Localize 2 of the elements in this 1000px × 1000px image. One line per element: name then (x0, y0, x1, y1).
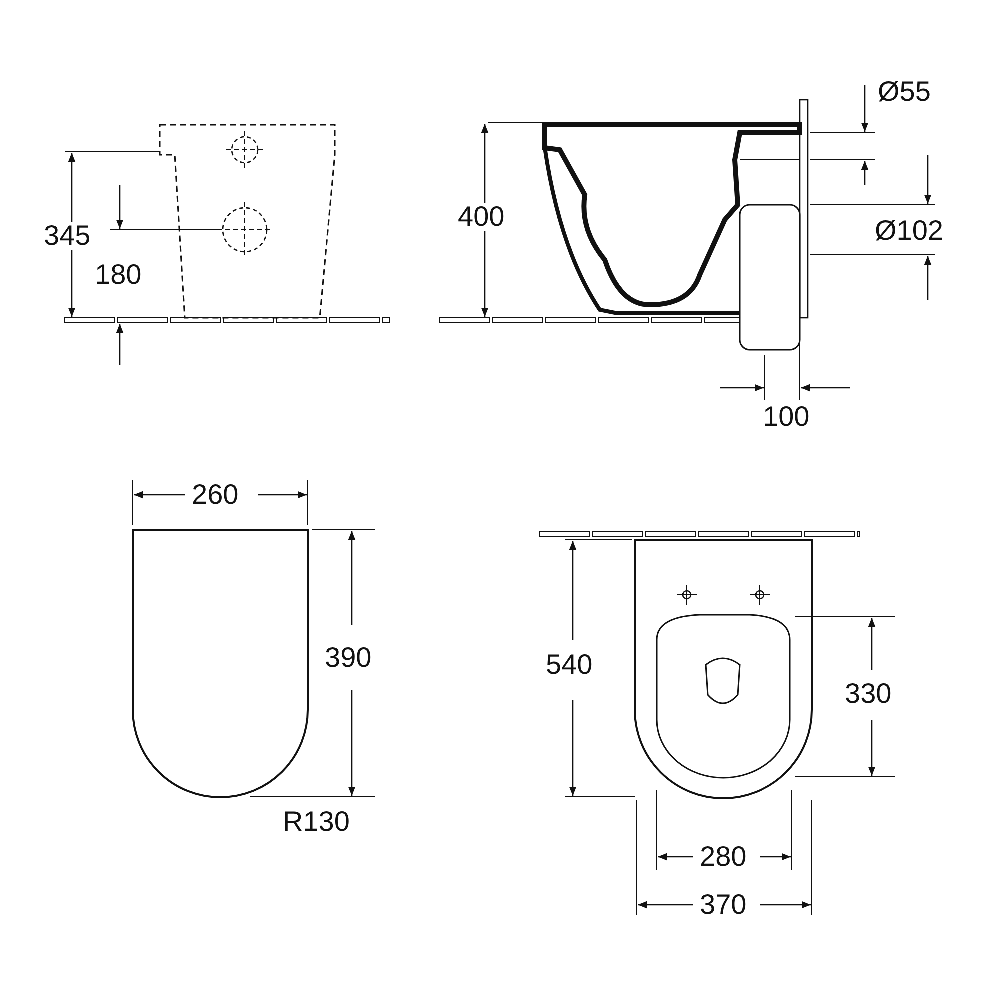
dimension-label: 345 (44, 222, 91, 250)
dimension-label: 400 (458, 203, 505, 231)
